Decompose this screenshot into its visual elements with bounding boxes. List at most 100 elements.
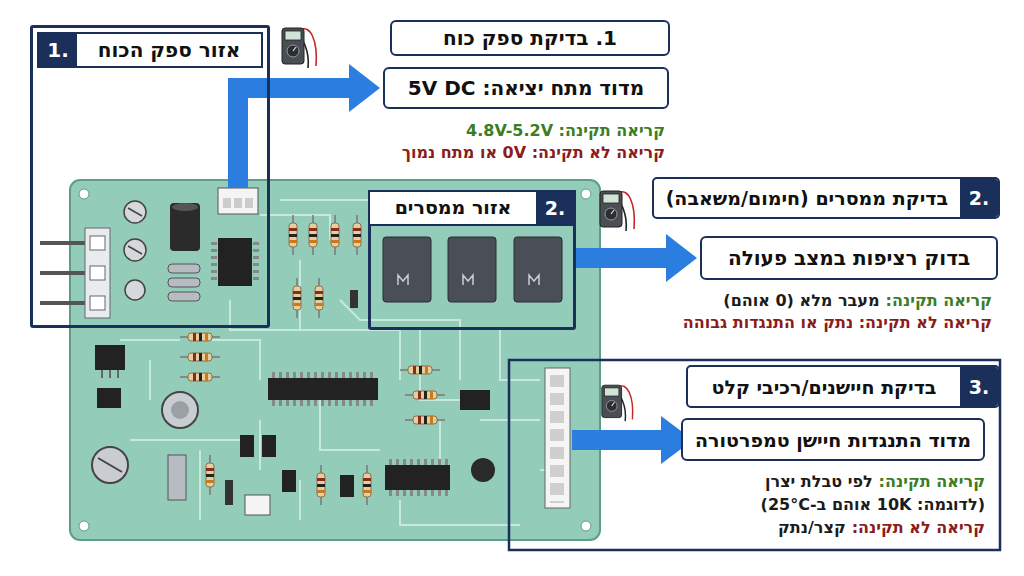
reading-text: קריאה לא תקינה: נתק או התנגדות גבוהה [683,313,992,332]
instruction-box: בדוק רציפות במצב פעולה [700,236,998,280]
output-connector [218,188,258,214]
transistor [471,458,495,482]
resistor [180,215,445,505]
reading-text: מעבר מלא (0 אוהם) [723,291,879,310]
capacitor [125,280,145,300]
reading-line: קריאה לא תקינה: נתק או התנגדות גבוהה [683,313,992,332]
capacitor [124,201,146,223]
output-connector [223,198,231,208]
power-terminal [85,228,110,318]
copper-traces [540,469,545,471]
callout-number: 3. [960,367,998,406]
capacitor [170,203,200,251]
resistor [180,333,220,341]
resistor [206,455,214,495]
region-title: אזור ממסרים [370,192,536,224]
callout-number: 2. [960,179,998,217]
transistor [340,475,354,497]
capacitor [98,458,122,472]
inductor [168,264,200,273]
reading-text: קריאה לא תקינה: [852,518,985,537]
relay [398,275,539,285]
region-heading: אזור ממסרים2. [368,190,576,226]
reading-text: (לדוגמה: 10K אוהם ב-25°C) [761,495,985,514]
ic-chip [272,372,376,378]
transistor [245,495,270,515]
relay [383,237,562,302]
copper-traces [420,330,480,400]
multimeter-icon [282,28,316,68]
copper-traces [459,330,461,380]
ic-chip [268,378,378,400]
reading-line: (לדוגמה: 10K אוהם ב-25°C) [761,495,985,514]
copper-traces [149,360,151,400]
ic-chip [218,238,252,286]
relay [514,237,562,302]
capacitor [124,239,146,261]
power-terminal [40,228,110,318]
section-title: 3.בדיקת חיישנים/רכיבי קלט [686,365,1000,408]
capacitor [128,246,142,254]
reading-text: קריאה תקינה: 4.8V-5.2V [466,121,665,140]
ic-chip [460,390,490,410]
output-connector [245,198,253,208]
transistor [97,388,121,408]
box-text: בדוק רציפות במצב פעולה [728,246,970,270]
reading-text: קצר/נתק [778,518,846,537]
capacitor [92,201,200,483]
copper-traces [400,500,520,525]
copper-traces [120,200,545,525]
sensor-connector [550,375,564,503]
reading-line: קריאה לא תקינה: קצר/נתק [778,518,985,537]
sensor-connector [545,368,570,508]
box-text: מדוד התנגדות חיישן טמפרטורה [695,429,971,451]
circuit-board [79,189,89,199]
sensor-connector [545,368,570,508]
resistor [289,215,297,255]
reading-line: קריאה לא תקינה: 0V או מתח נמוך [402,143,665,162]
box-text: מדוד מתח יציאה: 5V DC [408,76,644,100]
transistor [95,345,125,370]
capacitor [172,203,198,211]
inductor [168,278,200,287]
capacitor [162,392,198,428]
resistor [400,366,440,374]
ic-chip [385,465,450,490]
capacitor [128,208,142,216]
callout-number: 2. [536,192,574,224]
transistor [225,480,233,505]
resistor [405,391,445,399]
transistor [95,290,495,515]
resistor [353,215,361,255]
copper-traces [320,400,380,450]
relay [448,237,496,302]
capacitor [92,447,128,483]
transistor [282,470,296,492]
transistor [262,435,276,457]
region-outline [509,360,1000,550]
transistor [350,290,358,308]
copper-traces [259,420,261,470]
copper-traces [280,199,370,201]
resistor [293,278,301,318]
circuit-board [581,189,591,199]
reading-line: קריאה תקינה:מעבר מלא (0 אוהם) [723,291,992,310]
inductor [168,455,186,500]
ic-chip [253,242,259,284]
copper-traces [120,339,180,341]
ic-chip [389,459,448,465]
ic-chip [211,242,217,284]
resistor [180,373,220,381]
inductor [168,292,200,301]
section-heading: בדיקת חיישנים/רכיבי קלט [688,372,960,402]
transistor [117,370,119,378]
power-terminal [90,236,105,250]
power-terminal [90,266,105,280]
resistor [309,215,317,255]
resistor [315,278,323,318]
circuit-board [79,521,89,531]
circuit-board [581,521,591,531]
capacitor [171,401,189,419]
transistor [101,370,103,378]
instruction-box: מדוד מתח יציאה: 5V DC [383,67,669,109]
